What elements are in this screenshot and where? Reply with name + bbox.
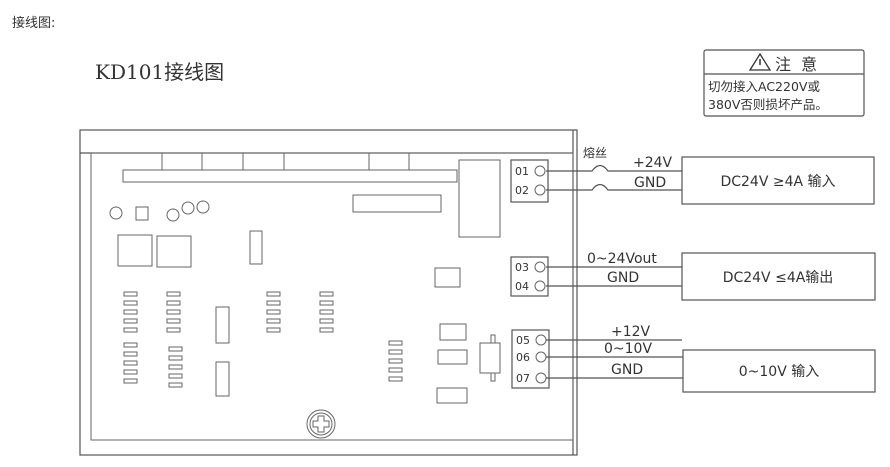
ic-pin — [123, 300, 138, 306]
ic-pin — [319, 309, 334, 315]
ic-pin — [388, 358, 403, 364]
terminal-label: 03 — [515, 261, 529, 274]
ic-pin — [266, 318, 281, 324]
terminal-label: 06 — [516, 351, 530, 364]
fuse-label: 熔丝 — [583, 145, 607, 160]
terminal-blocks: 01 02 03 04 05 06 07 — [510, 159, 550, 389]
ic-pin — [388, 376, 403, 382]
ic-pin — [319, 291, 334, 297]
ic-pin — [168, 346, 183, 352]
wires — [546, 164, 683, 379]
terminal-screw-icon — [534, 184, 546, 196]
warning-line-1: 切勿接入AC220V或 — [708, 79, 820, 94]
ic-pin — [388, 340, 403, 346]
terminal-screw-icon — [535, 372, 547, 384]
page-heading: 接线图: — [12, 15, 55, 31]
terminal-label: 02 — [515, 184, 529, 197]
ic-pin — [266, 300, 281, 306]
screw-icon — [306, 409, 336, 439]
wire-label-01: +24V — [633, 155, 673, 171]
power-output-box-label: DC24V ≤4A输出 — [723, 270, 834, 286]
diagram-title: KD101接线图 — [95, 60, 224, 84]
wire-label-02: GND — [634, 175, 666, 191]
ic-pin — [319, 318, 334, 324]
terminal-screw-icon — [534, 261, 546, 273]
terminal-label: 01 — [515, 165, 529, 178]
ic-pin — [388, 367, 403, 373]
warning-triangle-icon — [748, 52, 772, 71]
ic-pin — [319, 327, 334, 333]
terminal-label: 07 — [516, 372, 530, 385]
wire-label-05: +12V — [611, 324, 651, 340]
power-input-box-label: DC24V ≥4A 输入 — [720, 174, 835, 190]
ic-pin — [123, 342, 138, 348]
ic-pin — [123, 327, 138, 333]
terminal-screw-icon — [534, 280, 546, 292]
ic-pin — [123, 351, 138, 357]
ic-pin — [123, 291, 138, 297]
terminal-label: 04 — [515, 280, 529, 293]
ic-pin — [168, 355, 183, 361]
ic-pin — [123, 369, 138, 375]
controller-board — [79, 129, 578, 456]
warning-line-2: 380V否则损坏产品。 — [708, 97, 828, 112]
wire-label-04: GND — [607, 270, 639, 286]
terminal-screw-icon — [534, 165, 546, 177]
wire-label-07: GND — [611, 362, 643, 378]
warning-title: 注 意 — [775, 55, 817, 74]
terminal-screw-icon — [535, 334, 547, 346]
ic-pin — [123, 309, 138, 315]
ic-pin — [123, 318, 138, 324]
ic-pin — [166, 327, 181, 333]
ic-pin — [123, 378, 138, 384]
ic-pin — [123, 360, 138, 366]
signal-input-box-label: 0~10V 输入 — [739, 364, 819, 380]
ic-pin — [166, 318, 181, 324]
ic-pin — [168, 364, 183, 370]
ic-pin — [319, 300, 334, 306]
terminal-label: 05 — [516, 334, 530, 347]
ic-pin — [266, 309, 281, 315]
terminal-screw-icon — [535, 351, 547, 363]
ic-pin — [388, 349, 403, 355]
ic-pin — [168, 373, 183, 379]
ic-pin — [166, 309, 181, 315]
ic-pin — [166, 291, 181, 297]
ic-pin — [266, 327, 281, 333]
ic-pin — [266, 291, 281, 297]
warning-box: 注 意 切勿接入AC220V或 380V否则损坏产品。 — [703, 49, 865, 117]
wire-label-06: 0~10V — [604, 341, 652, 357]
wire-label-03: 0~24Vout — [587, 251, 657, 267]
ic-pin — [166, 300, 181, 306]
ic-pin — [168, 382, 183, 388]
